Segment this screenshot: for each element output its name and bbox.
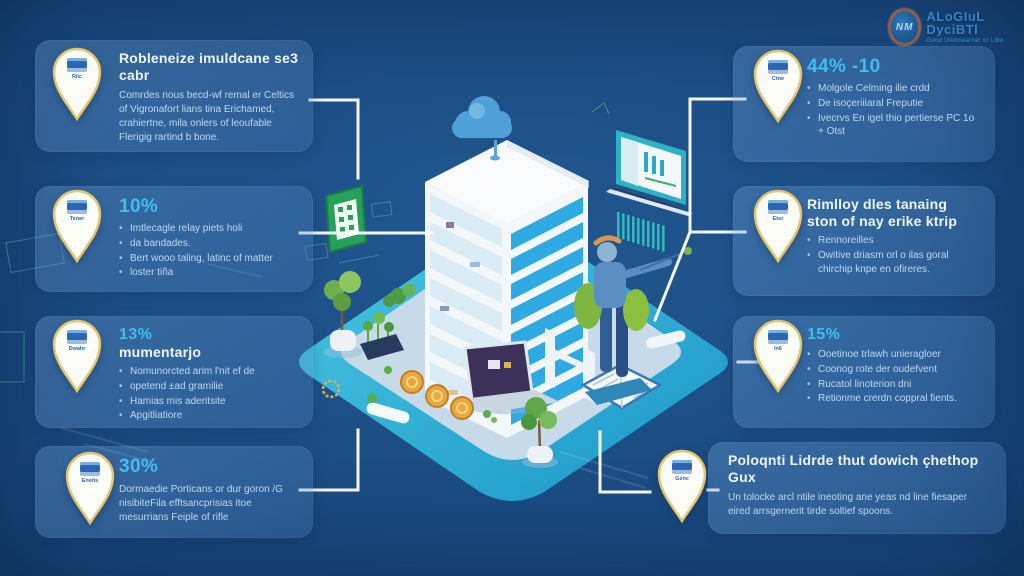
sketch-corner-decor (591, 102, 610, 115)
bullet-item: De isoçeriiiaral Freputie (807, 97, 981, 111)
card-5-percent: 44% -10 (807, 56, 881, 77)
bullet-item: Nomunorcted arim l'nit ef de (119, 365, 299, 379)
monitor-icon (67, 200, 87, 214)
pin-label: Eneits (81, 478, 99, 484)
gear-icon (321, 379, 341, 399)
briefcase-icon (672, 460, 692, 474)
bullet-item: Coonog rote der oudefvent (807, 363, 981, 377)
logo-title: ALoGIuL DyciBTl (926, 9, 985, 37)
green-dot-decor (367, 393, 377, 403)
card-1-title: Robleneize imuldcane se3 cabr (119, 50, 299, 84)
paper-roll-right (646, 330, 686, 349)
bullet-item: da bandades. (119, 237, 299, 251)
qr-tile-icon (324, 184, 368, 254)
monitor-illustration (606, 130, 692, 216)
bullet-item: loster tiña (119, 266, 299, 280)
bullet-item: Ivecrvs En igel thio pertierse PC 1o + O… (807, 112, 981, 140)
card-6-bullets: Rennoreilles Owitive driasm orl o ilas g… (807, 234, 981, 276)
clipboard-icon (768, 330, 788, 344)
bank-icon (768, 200, 788, 214)
pin-label: Tener (69, 216, 85, 222)
bullet-item: Hamias mis aderitsite (119, 395, 299, 409)
location-pin-icon: Tener (47, 186, 107, 264)
card-8-body: Un tolocke arcl ntile ineoting ane yeas … (728, 492, 968, 518)
potted-tree-left (323, 271, 363, 358)
building-icon (67, 330, 87, 344)
potted-tree-right (521, 397, 558, 468)
pin-label: Dwahr (68, 346, 86, 352)
paper-roll-left (366, 402, 410, 424)
card-3-percent: 13% (119, 326, 153, 343)
planter-box (360, 312, 404, 360)
location-pin-icon: Eneits (60, 448, 120, 526)
railing (545, 328, 595, 403)
pin-label: In6 (774, 346, 782, 352)
location-pin-icon: Ctne (748, 46, 808, 124)
sketch-outline-decor (0, 201, 393, 383)
bullet-item: Bert wooo taling, latinc of matter (119, 252, 299, 266)
card-4-percent: 30% (119, 456, 159, 477)
document-icon (67, 58, 87, 72)
card-7-percent: 15% (807, 326, 841, 343)
logo-subtitle: Geod Uteirnearner or Libe (926, 38, 1004, 44)
bullet-item: Retionme crerdn coppral fients. (807, 392, 981, 406)
location-pin-icon: Ríic (47, 44, 107, 122)
chart-icon (80, 462, 100, 476)
pin-label: Etsr (772, 216, 784, 222)
card-2-bullets: Imtlecagle relay piets holi da bandades.… (119, 222, 299, 280)
watermark-logo: NM ALoGIuL DyciBTl Geod Uteirnearner or … (888, 8, 1024, 46)
card-6-title: Rimlloy dles tanaing ston of nay erike k… (807, 196, 958, 230)
card-8-title: Poloqnti Lidrde thut dowich çhethop Gux (728, 452, 979, 486)
bullet-item: Rennoreilles (807, 234, 981, 248)
bullet-item: Owitive driasm orl o ilas goral chirchip… (807, 249, 981, 277)
location-pin-icon: Gsnc (652, 446, 712, 524)
card-3-bullets: Nomunorcted arim l'nit ef de opetend ±ad… (119, 365, 299, 423)
worker-illustration (574, 235, 692, 405)
info-card-8: Poloqnti Lidrde thut dowich çhethop Gux … (708, 442, 1006, 534)
card-3-title: mumentarjo (119, 344, 202, 360)
connector-lines (298, 97, 759, 494)
people-icon (768, 60, 788, 74)
cloud-icon (452, 96, 512, 161)
pin-label: Ctne (771, 76, 785, 82)
bullet-item: opetend ±ad gramilie (119, 380, 299, 394)
coins-illustration (384, 366, 497, 423)
pin-label: Ríic (71, 74, 83, 80)
location-pin-icon: In6 (748, 316, 808, 394)
bullet-item: Molgole Celming ilie crdd (807, 82, 981, 96)
bullet-item: Imtlecagle relay piets holi (119, 222, 299, 236)
bar-chart-stripes (617, 212, 665, 252)
card-2-percent: 10% (119, 196, 159, 217)
bullet-item: Apgitliatiore (119, 409, 299, 423)
card-5-bullets: Molgole Celming ilie crdd De isoçeriiiar… (807, 82, 981, 139)
bullet-item: Rucatol linoterion dni (807, 378, 981, 392)
location-pin-icon: Etsr (748, 186, 808, 264)
logo-badge-icon: NM (888, 8, 922, 46)
pin-label: Gsnc (675, 476, 689, 482)
location-pin-icon: Dwahr (47, 316, 107, 394)
card-7-bullets: Ooetinoe trlawh unieragloer Coonog rote … (807, 348, 981, 406)
card-4-body: Dormaedie Porticans or dur goron /G nisi… (119, 484, 283, 523)
bullet-item: Ooetinoe trlawh unieragloer (807, 348, 981, 362)
card-1-body: Comrdes nous becd-wf remal er Celtics of… (119, 90, 295, 144)
bush-decor (383, 283, 416, 307)
